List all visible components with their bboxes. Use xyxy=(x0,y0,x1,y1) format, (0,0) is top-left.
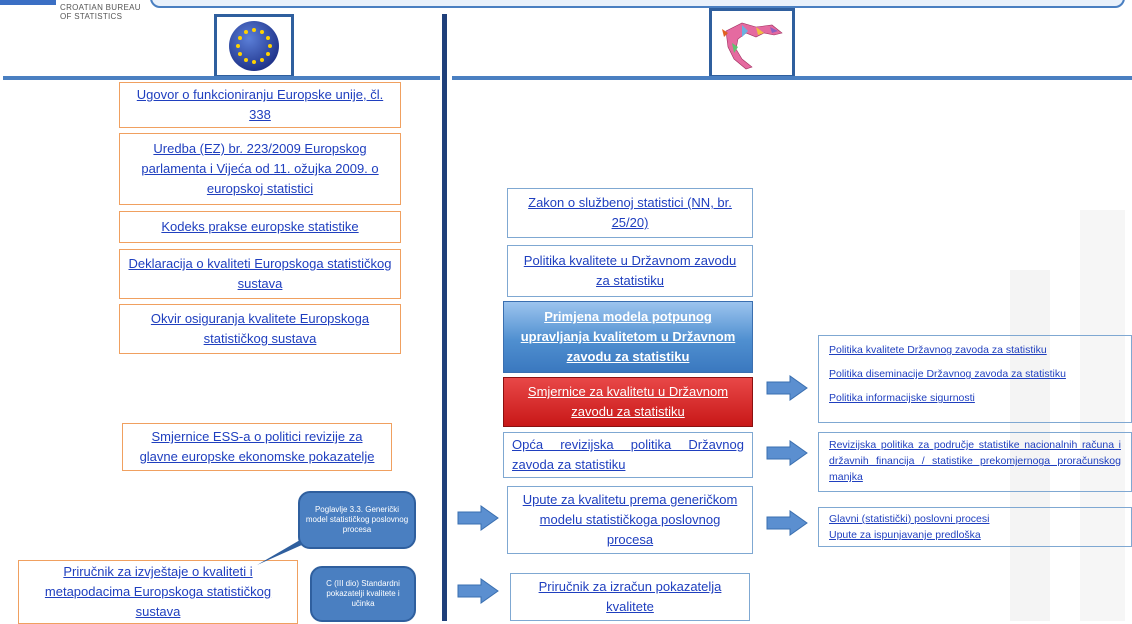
gsbpm-chapter-bubble: Poglavlje 3.3. Generički model statistič… xyxy=(298,491,416,549)
policies-list-box: Politika kvalitete Državnog zavoda za st… xyxy=(818,335,1132,423)
general-revision-policy-box[interactable]: Opća revizijska politika Državnog zavoda… xyxy=(503,432,753,478)
quality-guidelines-box[interactable]: Smjernice za kvalitetu u Državnom zavodu… xyxy=(503,377,753,427)
quality-indicators-handbook-link[interactable]: Priručnik za izračun pokazatelja kvalite… xyxy=(538,579,722,614)
background-decoration xyxy=(1080,210,1125,621)
quality-policy-link[interactable]: Politika kvalitete u Državnom zavodu za … xyxy=(523,253,737,288)
org-name-line2: OF STATISTICS xyxy=(60,12,123,21)
eu-flag-icon xyxy=(214,14,294,78)
eu-treaty-box[interactable]: Ugovor o funkcioniranju Europske unije, … xyxy=(119,82,401,128)
gsbpm-list-box: Glavni (statistički) poslovni procesi Up… xyxy=(818,507,1132,547)
official-statistics-act-link[interactable]: Zakon o službenoj statistici (NN, br. 25… xyxy=(528,195,732,230)
quality-declaration-link[interactable]: Deklaracija o kvaliteti Europskoga stati… xyxy=(128,256,392,291)
official-statistics-act-box[interactable]: Zakon o službenoj statistici (NN, br. 25… xyxy=(507,188,753,238)
national-accounts-revision-policy-link[interactable]: Revizijska politika za područje statisti… xyxy=(829,439,1121,483)
header-banner xyxy=(150,0,1125,8)
general-revision-policy-link[interactable]: Opća revizijska politika Državnog zavoda… xyxy=(512,437,744,472)
policies-list-item[interactable]: Politika kvalitete Državnog zavoda za st… xyxy=(829,342,1121,358)
header-rule-left xyxy=(3,76,440,80)
right-arrow-icon xyxy=(766,375,808,401)
esqrs-handbook-box[interactable]: Priručnik za izvještaje o kvaliteti i me… xyxy=(18,560,298,624)
quality-guidelines-link[interactable]: Smjernice za kvalitetu u Državnom zavodu… xyxy=(527,384,729,419)
code-of-practice-box[interactable]: Kodeks prakse europske statistike xyxy=(119,211,401,243)
code-of-practice-link[interactable]: Kodeks prakse europske statistike xyxy=(161,219,359,234)
croatia-map-icon xyxy=(709,8,795,78)
right-arrow-icon xyxy=(766,440,808,466)
header-rule-right xyxy=(452,76,1132,80)
right-arrow-icon xyxy=(457,578,499,604)
quality-policy-list-link[interactable]: Politika kvalitete Državnog zavoda za st… xyxy=(829,344,1047,356)
gsbpm-list-item[interactable]: Upute za ispunjavanje predloška xyxy=(829,527,1121,543)
gsbpm-quality-box[interactable]: Upute za kvalitetu prema generičkom mode… xyxy=(507,486,753,554)
background-decoration xyxy=(1010,270,1050,621)
gsbpm-quality-link[interactable]: Upute za kvalitetu prema generičkom mode… xyxy=(522,492,738,547)
information-security-policy-link[interactable]: Politika informacijske sigurnosti xyxy=(829,392,975,404)
regulation-223-link[interactable]: Uredba (EZ) br. 223/2009 Europskog parla… xyxy=(141,141,379,196)
quality-indicators-text: C (III dio) Standardni pokazatelji kvali… xyxy=(326,579,400,608)
qaf-link[interactable]: Okvir osiguranja kvalitete Europskoga st… xyxy=(150,311,370,346)
quality-declaration-box[interactable]: Deklaracija o kvaliteti Europskoga stati… xyxy=(119,249,401,299)
right-arrow-icon xyxy=(766,510,808,536)
ess-revision-link[interactable]: Smjernice ESS-a o politici revizije za g… xyxy=(139,429,375,464)
dissemination-policy-link[interactable]: Politika diseminacije Državnog zavoda za… xyxy=(829,368,1066,380)
gsbpm-chapter-text: Poglavlje 3.3. Generički model statistič… xyxy=(305,505,409,534)
revision-policy-list-box: Revizijska politika za područje statisti… xyxy=(818,432,1132,492)
template-instructions-link[interactable]: Upute za ispunjavanje predloška xyxy=(829,529,981,541)
tqm-link[interactable]: Primjena modela potpunog upravljanja kva… xyxy=(520,309,736,364)
eu-treaty-link[interactable]: Ugovor o funkcioniranju Europske unije, … xyxy=(136,87,384,122)
gsbpm-list-item[interactable]: Glavni (statistički) poslovni procesi xyxy=(829,511,1121,527)
main-business-processes-link[interactable]: Glavni (statistički) poslovni procesi xyxy=(829,513,990,525)
org-name-line1: CROATIAN BUREAU xyxy=(60,3,141,12)
column-divider xyxy=(442,14,447,621)
quality-indicators-handbook-box[interactable]: Priručnik za izračun pokazatelja kvalite… xyxy=(510,573,750,621)
quality-indicators-bubble: C (III dio) Standardni pokazatelji kvali… xyxy=(310,566,416,622)
ess-revision-box[interactable]: Smjernice ESS-a o politici revizije za g… xyxy=(122,423,392,471)
tqm-box[interactable]: Primjena modela potpunog upravljanja kva… xyxy=(503,301,753,373)
dzs-logo-mark xyxy=(0,0,56,5)
policies-list-item[interactable]: Politika informacijske sigurnosti xyxy=(829,390,1121,406)
esqrs-handbook-link[interactable]: Priručnik za izvještaje o kvaliteti i me… xyxy=(44,564,272,619)
policies-list-item[interactable]: Politika diseminacije Državnog zavoda za… xyxy=(829,366,1121,382)
quality-policy-box[interactable]: Politika kvalitete u Državnom zavodu za … xyxy=(507,245,753,297)
regulation-223-box[interactable]: Uredba (EZ) br. 223/2009 Europskog parla… xyxy=(119,133,401,205)
right-arrow-icon xyxy=(457,505,499,531)
qaf-box[interactable]: Okvir osiguranja kvalitete Europskoga st… xyxy=(119,304,401,354)
